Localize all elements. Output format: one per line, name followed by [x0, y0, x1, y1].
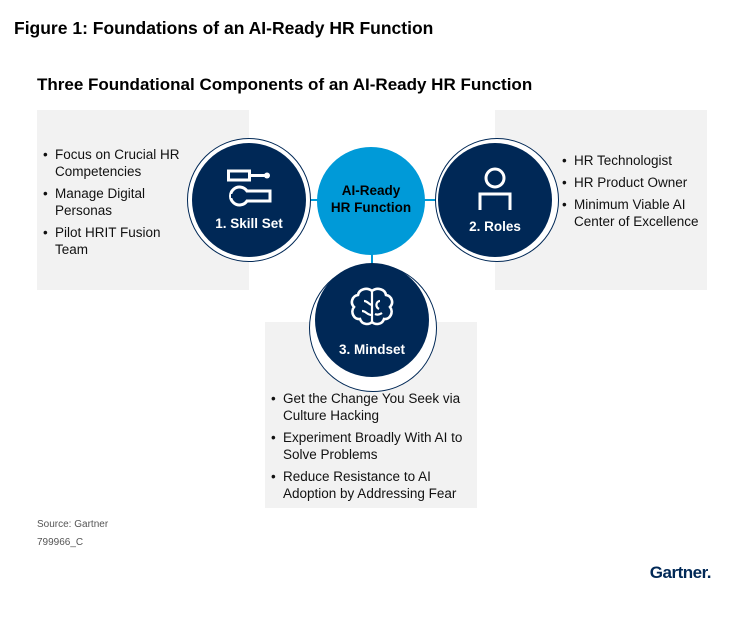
source-note: Source: Gartner: [37, 519, 109, 530]
mindset-label: 3. Mindset: [338, 342, 405, 357]
mindset-box: Get the Change You Seek via Culture Hack…: [265, 322, 477, 508]
roles-label: 2. Roles: [469, 219, 521, 234]
tools-icon: [227, 169, 272, 207]
roles-circle: 2. Roles: [438, 143, 552, 257]
center-label-line1: AI-Ready: [341, 183, 401, 198]
gartner-logo: Gartner.: [649, 563, 712, 582]
center-label-line2: HR Function: [330, 200, 412, 215]
skill-set-label: 1. Skill Set: [215, 216, 283, 231]
brain-icon: [350, 287, 394, 326]
skill-item: Focus on Crucial HR Competencies: [43, 146, 183, 180]
mindset-item: Experiment Broadly With AI to Solve Prob…: [271, 429, 471, 463]
diagram-title: Three Foundational Components of an AI-R…: [37, 75, 533, 94]
figure-code: 799966_C: [37, 537, 84, 548]
person-icon: [478, 167, 512, 210]
center-circle: AI-Ready HR Function: [317, 147, 425, 255]
figure-title: Figure 1: Foundations of an AI-Ready HR …: [14, 18, 434, 38]
role-item: Minimum Viable AI Center of Excellence: [562, 196, 702, 230]
mindset-circle: 3. Mindset: [315, 263, 429, 377]
role-item: HR Product Owner: [562, 174, 702, 191]
mindset-item: Reduce Resistance to AI Adoption by Addr…: [271, 468, 471, 502]
skill-set-circle: 1. Skill Set: [192, 143, 306, 257]
skill-item: Manage Digital Personas: [43, 185, 183, 219]
skill-item: Pilot HRIT Fusion Team: [43, 224, 183, 258]
role-item: HR Technologist: [562, 152, 702, 169]
mindset-item: Get the Change You Seek via Culture Hack…: [271, 390, 471, 424]
